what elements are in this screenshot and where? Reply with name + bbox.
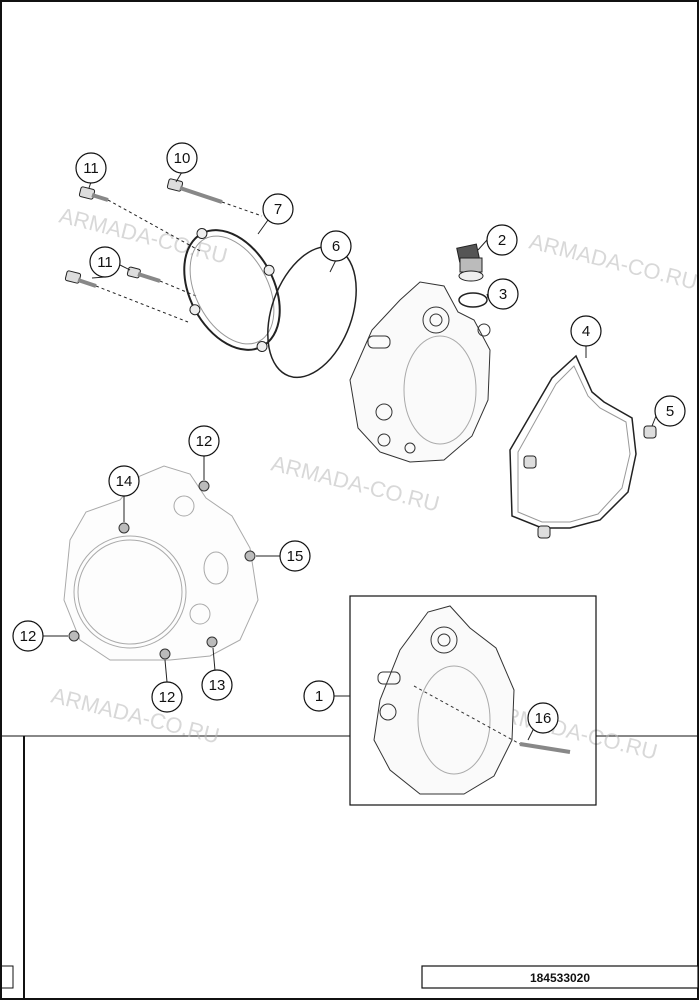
- callout-label: 14: [116, 473, 133, 490]
- cover-assembly-left: [63, 465, 259, 661]
- callout-label: 15: [287, 548, 304, 565]
- reference-number: 184533020: [530, 971, 590, 985]
- cover-7: [183, 227, 281, 353]
- bolt-11-upper: [78, 186, 203, 253]
- callout-6: 6: [320, 230, 352, 262]
- callout-label: 1: [315, 688, 323, 705]
- bolt-10: [166, 178, 263, 217]
- callout-11-lower: 11: [89, 246, 121, 278]
- callout-16: 16: [527, 702, 559, 734]
- callout-label: 11: [83, 160, 99, 177]
- callout-label: 10: [174, 150, 191, 167]
- callout-13: 13: [201, 669, 233, 701]
- callout-label: 16: [535, 710, 552, 727]
- callout-12-top: 12: [188, 425, 220, 457]
- callout-10: 10: [166, 142, 198, 174]
- callout-label: 4: [582, 323, 590, 340]
- callouts: 11 10 7 11 6 2 3 4 5 12 14 15 12 12 13 1…: [12, 142, 686, 734]
- callout-11-upper: 11: [75, 152, 107, 184]
- callout-5: 5: [654, 395, 686, 427]
- callout-label: 6: [332, 238, 340, 255]
- callout-label: 5: [666, 403, 674, 420]
- screw-heads-left: [68, 480, 256, 660]
- callout-2: 2: [486, 224, 518, 256]
- callout-1: 1: [303, 680, 335, 712]
- callout-14: 14: [108, 465, 140, 497]
- cover-assembly-1: [373, 605, 571, 795]
- callout-label: 12: [20, 628, 37, 645]
- reference-box: 184533020: [421, 965, 699, 989]
- callout-12-bottom: 12: [151, 681, 183, 713]
- clutch-cover: [349, 281, 491, 463]
- callout-label: 11: [97, 254, 113, 271]
- callout-label: 7: [274, 201, 282, 218]
- plug-2: [456, 243, 484, 282]
- callout-15: 15: [279, 540, 311, 572]
- callout-4: 4: [570, 315, 602, 347]
- dowel-sleeve-5: [523, 425, 657, 539]
- callout-label: 3: [499, 286, 507, 303]
- bolt-11-lower: [64, 266, 197, 323]
- callout-3: 3: [487, 278, 519, 310]
- callout-label: 13: [209, 677, 226, 694]
- callout-label: 2: [498, 232, 506, 249]
- callout-7: 7: [262, 193, 294, 225]
- callout-label: 12: [159, 689, 176, 706]
- inset-box: [349, 595, 597, 806]
- part-drawings: [63, 178, 657, 806]
- callout-label: 12: [196, 433, 213, 450]
- washer-3: [458, 292, 488, 308]
- callout-12-left: 12: [12, 620, 44, 652]
- corner-box: [0, 965, 14, 989]
